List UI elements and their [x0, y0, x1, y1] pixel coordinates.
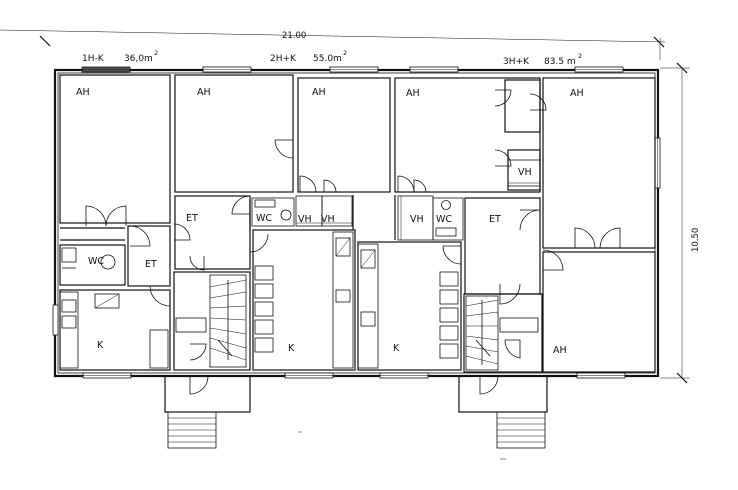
svg-text:55.0m: 55.0m — [313, 54, 342, 64]
wardrobes — [295, 159, 541, 241]
room-label-vh-2: VH — [321, 214, 335, 225]
doors — [85, 89, 621, 395]
entrance-2 — [458, 375, 548, 449]
room-label-wc-1: WC — [256, 213, 272, 224]
interior-walls — [59, 74, 656, 373]
room-label-ah-3: AH — [312, 87, 326, 98]
room-label-ah-5: AH — [570, 88, 584, 99]
svg-text:2H+K: 2H+K — [270, 54, 297, 64]
stairs-1 — [175, 274, 247, 368]
height-dimension: 10.50 — [691, 228, 701, 252]
svg-text:36,0m: 36,0m — [124, 54, 153, 64]
room-label-vh-3: VH — [410, 214, 424, 225]
kitchen-counters — [59, 231, 459, 369]
room-label-wc-2: WC — [88, 256, 104, 267]
svg-text:1H-K: 1H-K — [82, 54, 105, 64]
svg-text:2: 2 — [343, 49, 347, 57]
svg-text:83.5 m: 83.5 m — [544, 57, 576, 67]
room-label-k-3: K — [393, 343, 400, 354]
entrance-1 — [164, 375, 251, 449]
room-label-et-2: ET — [145, 259, 157, 270]
room-label-ah-4: AH — [406, 88, 420, 99]
room-label-vh-4: VH — [518, 167, 532, 178]
windows — [52, 66, 661, 379]
room-label-vh-1: VH — [298, 214, 312, 225]
dimension-lines — [0, 29, 690, 384]
unit-header-1: 1H-K 36,0m 2 — [82, 49, 158, 64]
room-label-et-1: ET — [186, 213, 198, 224]
room-label-k-2: K — [288, 343, 295, 354]
width-dimension: 21.00 — [282, 31, 306, 41]
room-label-et-3: ET — [489, 214, 501, 225]
svg-text:2: 2 — [154, 49, 158, 57]
svg-text:2: 2 — [578, 52, 582, 60]
room-label-k-1: K — [97, 340, 104, 351]
svg-text:3H+K: 3H+K — [503, 57, 530, 67]
room-label-ah-2: AH — [197, 87, 211, 98]
unit-header-2: 2H+K 55.0m 2 — [270, 49, 347, 64]
room-label-ah-1: AH — [76, 87, 90, 98]
room-label-wc-3: WC — [436, 214, 452, 225]
room-label-ah-6: AH — [553, 345, 567, 356]
stairs-2 — [465, 295, 539, 371]
unit-header-3: 3H+K 83.5 m 2 — [503, 52, 582, 67]
wc-rooms — [61, 197, 464, 270]
